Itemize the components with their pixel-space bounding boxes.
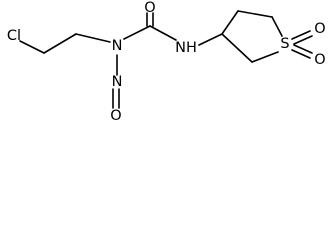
- atom-sulfone-oxygen-bottom: O: [314, 52, 325, 68]
- atom-nitroso-nitrogen: N: [112, 74, 123, 90]
- atom-labels: Cl O N N O NH S O O: [7, 0, 326, 124]
- bond-c4-c5: [237, 10, 273, 18]
- bond-s-o-bottom-a: [291, 49, 311, 59]
- atom-nitroso-oxygen: O: [110, 108, 121, 124]
- atom-chlorine: Cl: [7, 28, 21, 44]
- bond-c2-n: [75, 33, 111, 43]
- bond-s-o-top-b: [293, 35, 313, 45]
- chemical-structure: Cl O N N O NH S O O: [7, 0, 326, 124]
- bond-s-o-bottom-b: [293, 44, 313, 54]
- atom-sulfur: S: [280, 36, 289, 52]
- bond-carbonyl-c-nh: [149, 25, 177, 41]
- atom-urea-nh: NH: [175, 40, 197, 56]
- atom-carbonyl-oxygen: O: [144, 0, 155, 16]
- bond-nh-c3: [198, 33, 223, 46]
- atom-sulfone-oxygen-top: O: [314, 21, 325, 37]
- bond-n-carbonyl-c: [123, 25, 151, 40]
- bond-c3-c4: [221, 10, 239, 35]
- bond-c1-c2: [43, 33, 77, 54]
- bond-s-c2ring: [251, 51, 279, 63]
- atom-amide-nitrogen: N: [112, 38, 123, 54]
- bonds: [19, 10, 313, 109]
- bond-c2ring-c3: [221, 33, 253, 63]
- bond-s-o-top-a: [291, 30, 311, 40]
- bond-cl-c1: [19, 40, 45, 54]
- bond-c5-s: [271, 16, 283, 37]
